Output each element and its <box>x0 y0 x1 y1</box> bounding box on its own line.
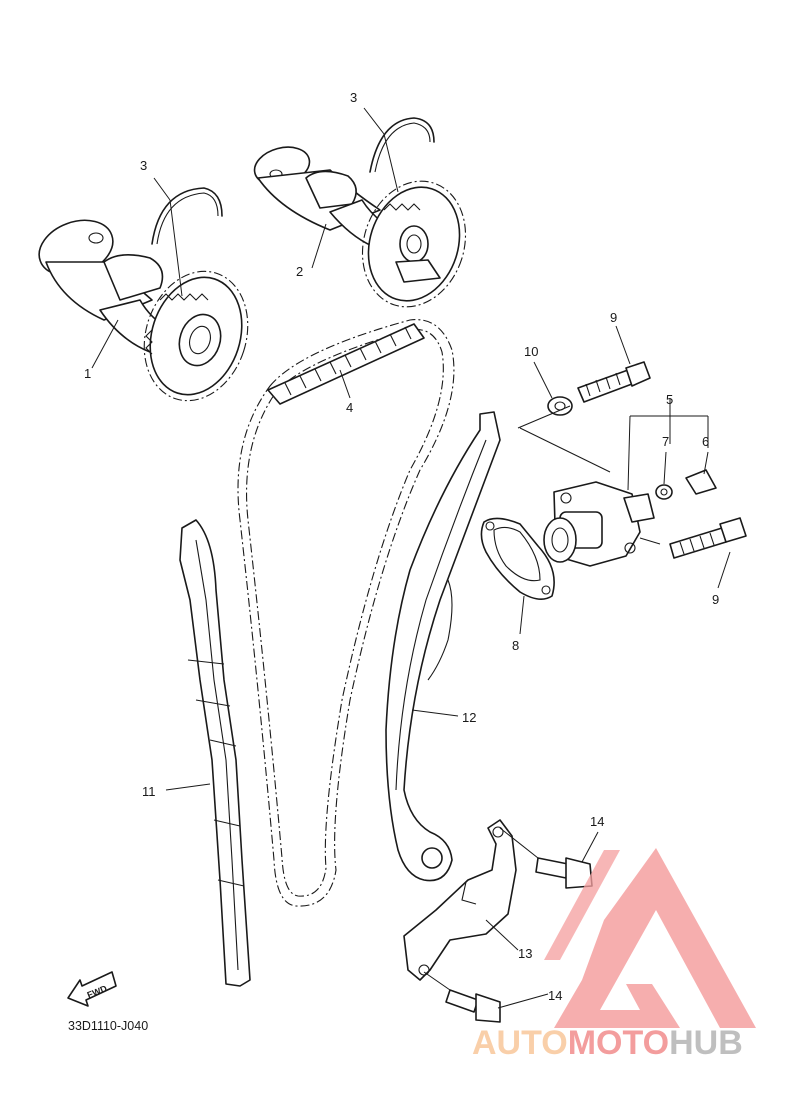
callout-8: 8 <box>512 638 519 653</box>
watermark-triangle-icon <box>554 848 756 1028</box>
bolt-lower <box>669 517 747 559</box>
bracket-bolt-lower <box>445 989 501 1023</box>
callout-6: 6 <box>702 434 709 449</box>
bracket-bolt-upper <box>535 857 593 889</box>
circlip-right <box>369 117 435 173</box>
tensioner-gasket <box>480 517 555 600</box>
camshaft-exhaust <box>38 219 249 402</box>
callout-3-right: 3 <box>350 90 357 105</box>
circlip-left <box>151 187 223 245</box>
guide-stopper-bracket <box>403 819 517 981</box>
tensioner-washer <box>655 484 673 500</box>
callout-2: 2 <box>296 264 303 279</box>
svg-text:AUTOMOTOHUB: AUTOMOTOHUB <box>472 1024 743 1062</box>
callout-5: 5 <box>666 392 673 407</box>
callout-12: 12 <box>462 710 476 725</box>
callout-4: 4 <box>346 400 353 415</box>
watermark-logo: AUTOMOTOHUB <box>472 848 756 1062</box>
fwd-arrow-icon: FWD <box>67 971 117 1007</box>
callout-10: 10 <box>524 344 538 359</box>
timing-chain <box>237 319 455 907</box>
callout-13: 13 <box>518 946 532 961</box>
chain-guide-tensioner <box>385 411 501 882</box>
watermark-word-hub: HUB <box>669 1024 743 1062</box>
washer <box>547 396 573 416</box>
callout-9-lower: 9 <box>712 592 719 607</box>
bolt-upper <box>577 361 651 403</box>
watermark-word-auto: AUTO <box>472 1024 568 1062</box>
callout-14-lower: 14 <box>548 988 562 1003</box>
callout-14-upper: 14 <box>590 814 604 829</box>
watermark-word-moto: MOTO <box>568 1024 669 1062</box>
chain-guide-left <box>179 519 251 987</box>
tensioner-cap-bolt <box>685 469 717 495</box>
drawing-code: 33D1110-J040 <box>68 1019 148 1033</box>
callout-3-left: 3 <box>140 158 147 173</box>
callout-9-upper: 9 <box>610 310 617 325</box>
camshaft-intake <box>253 146 467 308</box>
callout-11: 11 <box>142 784 156 799</box>
callout-1: 1 <box>84 366 91 381</box>
callout-7: 7 <box>662 434 669 449</box>
cam-chain-tensioner <box>543 481 655 567</box>
